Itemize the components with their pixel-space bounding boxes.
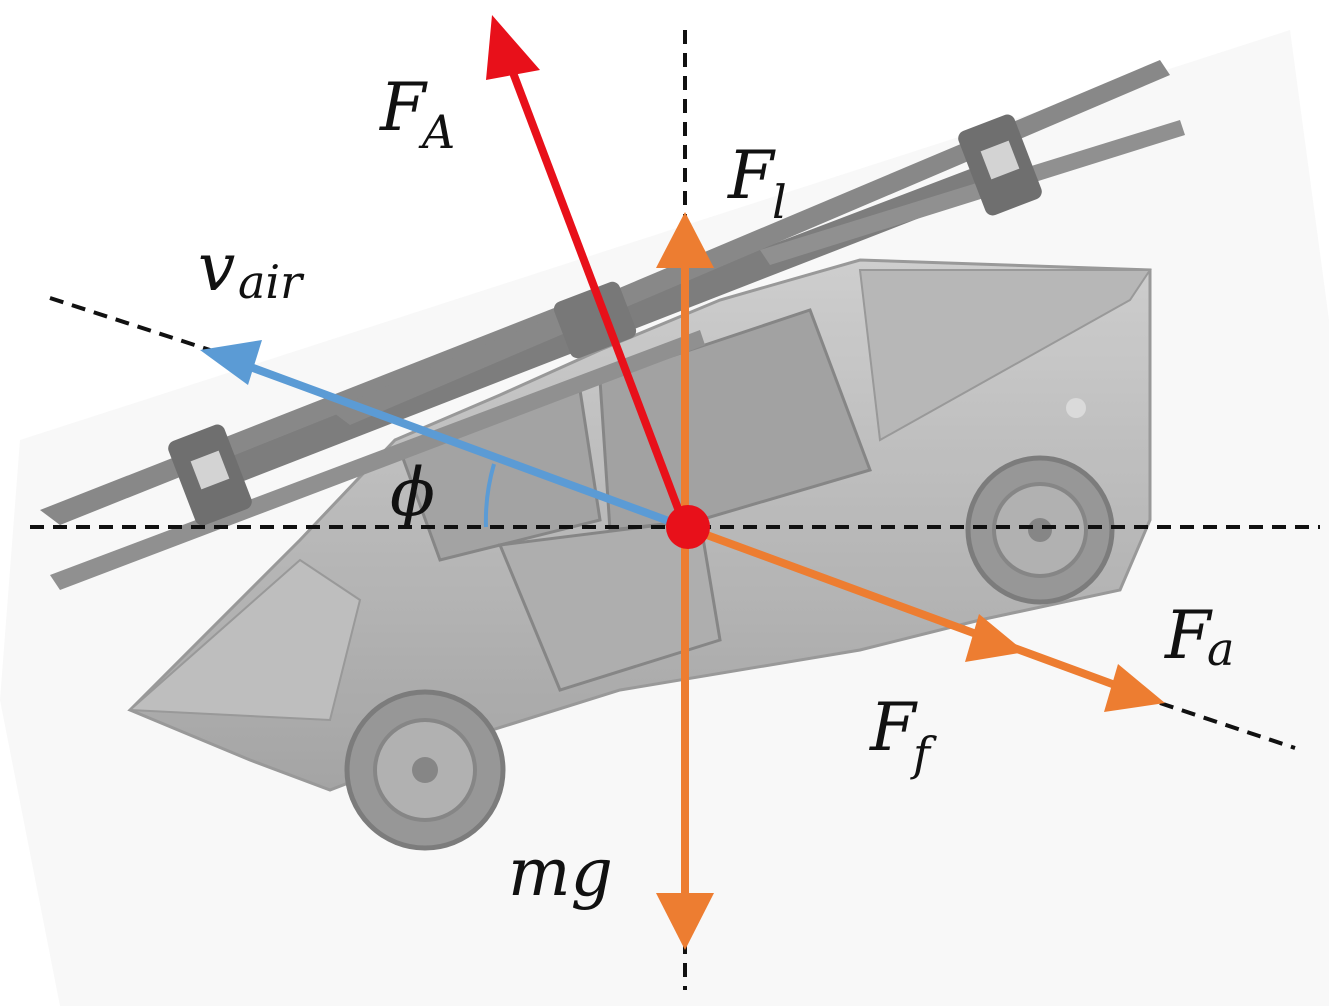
rotor-blade-2 — [50, 330, 705, 590]
label-f-l-main: F — [727, 137, 776, 214]
rotor-blade-3 — [330, 60, 1170, 425]
label-f-a-main: F — [1164, 597, 1213, 674]
rotor-hub-right-joint — [980, 140, 1020, 180]
v-air-vector — [200, 340, 687, 531]
label-f-capital-a: F A — [379, 69, 455, 159]
vehicle-wheel-front — [344, 689, 506, 851]
label-mg: mg — [508, 834, 613, 911]
vehicle-wheel-rear — [965, 455, 1115, 605]
mg-arrowhead — [656, 893, 714, 950]
f-f-arrowhead — [965, 614, 1025, 662]
label-f-capital-a-main: F — [379, 69, 428, 146]
vehicle-light — [1066, 398, 1086, 418]
vehicle-hood — [858, 269, 1152, 442]
airflow-reference-line — [49, 296, 211, 352]
along-body-reference-line — [1159, 701, 1296, 750]
rotor-blade-4 — [760, 120, 1185, 265]
phi-angle-arc — [483, 463, 496, 528]
rotor-hub-left-joint — [190, 450, 230, 490]
label-f-capital-a-sub: A — [418, 105, 455, 159]
v-air-arrowhead — [200, 340, 262, 385]
f-capital-a-arrowhead — [486, 15, 540, 80]
mg-vector — [656, 527, 714, 950]
vehicle-nose — [127, 558, 362, 722]
vehicle-illustration — [0, 30, 1329, 1006]
label-f-l-sub: l — [772, 175, 787, 229]
label-f-l: F l — [727, 137, 787, 229]
label-v-air-sub: air — [238, 255, 305, 309]
label-v-air-main: v — [198, 229, 235, 306]
center-of-mass-point — [666, 505, 710, 549]
label-phi: ϕ — [390, 454, 435, 531]
label-f-f-main: F — [869, 689, 918, 766]
f-l-vector — [656, 212, 714, 527]
f-capital-a-vector — [486, 15, 689, 529]
f-a-arrowhead — [1104, 664, 1165, 712]
label-v-air: v air — [198, 229, 305, 309]
label-f-a: F a — [1164, 597, 1234, 676]
f-a-vector — [683, 523, 1165, 712]
label-f-a-sub: a — [1207, 622, 1234, 676]
f-l-arrowhead — [656, 212, 714, 268]
